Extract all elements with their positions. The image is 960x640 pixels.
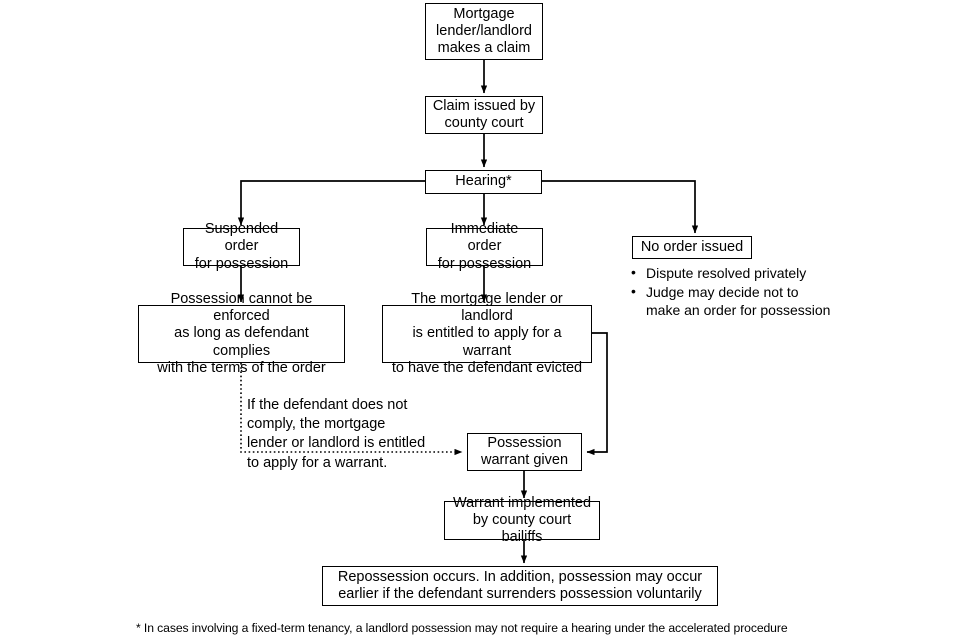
list-item: Judge may decide not to make an order fo…: [631, 282, 831, 320]
note-text: If the defendant does not comply, the mo…: [247, 397, 426, 471]
node-claim-issued-by-county-court[interactable]: Claim issued by county court: [425, 96, 543, 134]
node-hearing[interactable]: Hearing*: [425, 170, 542, 194]
defendant-non-compliance-note: If the defendant does not comply, the mo…: [247, 377, 437, 473]
node-label: No order issued: [640, 238, 744, 255]
node-immediate-order-for-possession[interactable]: Immediate order for possession: [426, 221, 543, 272]
node-no-order-issued[interactable]: No order issued: [632, 236, 752, 259]
node-suspended-order-for-possession[interactable]: Suspended order for possession: [183, 221, 300, 272]
node-label: Warrant implemented by county court bail…: [452, 494, 592, 546]
edge-hearing-to-suspended-order: [237, 180, 425, 226]
node-label: Mortgage lender/landlord makes a claim: [436, 5, 532, 57]
node-repossession-occurs[interactable]: Repossession occurs. In addition, posses…: [322, 566, 718, 606]
node-possession-cannot-be-enforced[interactable]: Possession cannot be enforced as long as…: [138, 291, 345, 376]
node-label: Possession warrant given: [480, 434, 569, 468]
node-label: Possession cannot be enforced as long as…: [157, 291, 326, 376]
footnote-text: * In cases involving a fixed-term tenanc…: [136, 621, 788, 635]
list-item: Dispute resolved privately: [631, 263, 831, 283]
node-possession-warrant-given[interactable]: Possession warrant given: [467, 433, 582, 471]
node-label: Hearing*: [455, 173, 512, 190]
node-entitled-to-apply-for-warrant[interactable]: The mortgage lender or landlord is entit…: [382, 291, 592, 376]
node-label: The mortgage lender or landlord is entit…: [391, 291, 583, 376]
node-label: Suspended order for possession: [194, 221, 289, 272]
edge-hearing-to-no-order: [542, 180, 699, 234]
node-label: Repossession occurs. In addition, posses…: [337, 568, 703, 602]
node-label: Claim issued by county court: [432, 97, 536, 131]
footnote-hearing-asterisk: * In cases involving a fixed-term tenanc…: [136, 621, 926, 635]
node-warrant-implemented-by-bailiffs[interactable]: Warrant implemented by county court bail…: [444, 495, 600, 545]
node-label: Immediate order for possession: [437, 221, 532, 272]
node-mortgage-lender-makes-claim[interactable]: Mortgage lender/landlord makes a claim: [425, 3, 543, 60]
no-order-outcomes-list: Dispute resolved privately Judge may dec…: [631, 263, 831, 320]
